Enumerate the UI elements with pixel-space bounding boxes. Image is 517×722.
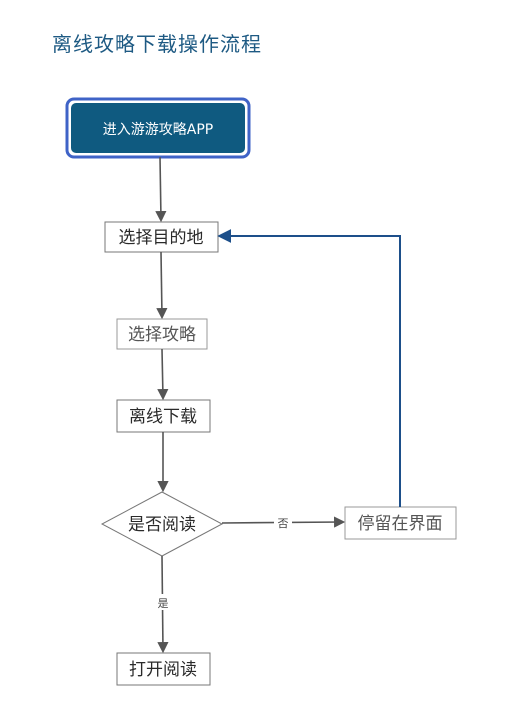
yes-label: 是 — [158, 597, 169, 610]
page-title: 离线攻略下载操作流程 — [52, 32, 262, 56]
offline-download-node: 离线下载 — [116, 399, 211, 433]
stay-interface-label: 停留在界面 — [358, 514, 443, 534]
yes-label-bg — [154, 594, 172, 610]
edge-guide-to-download — [157, 348, 169, 401]
no-label-bg — [274, 514, 292, 530]
select-destination-node: 选择目的地 — [104, 221, 219, 253]
start-node: 进入游游攻略APP — [65, 97, 251, 159]
open-read-label: 打开阅读 — [129, 660, 197, 680]
start-node-label: 进入游游攻略APP — [103, 122, 213, 138]
decision-read-label: 是否阅读 — [128, 515, 196, 535]
decision-read-node: 是否阅读 — [100, 491, 224, 557]
select-guide-label: 选择攻略 — [128, 325, 196, 345]
edge-destination-to-guide — [156, 251, 168, 320]
select-destination-label: 选择目的地 — [119, 228, 204, 248]
edge-start-to-destination — [155, 156, 167, 223]
offline-download-label: 离线下载 — [129, 407, 197, 427]
open-read-node: 打开阅读 — [116, 652, 211, 686]
edge-stay-to-destination — [217, 229, 401, 507]
select-guide-node: 选择攻略 — [116, 318, 208, 350]
stay-interface-node: 停留在界面 — [344, 506, 457, 540]
no-label: 否 — [278, 517, 289, 530]
